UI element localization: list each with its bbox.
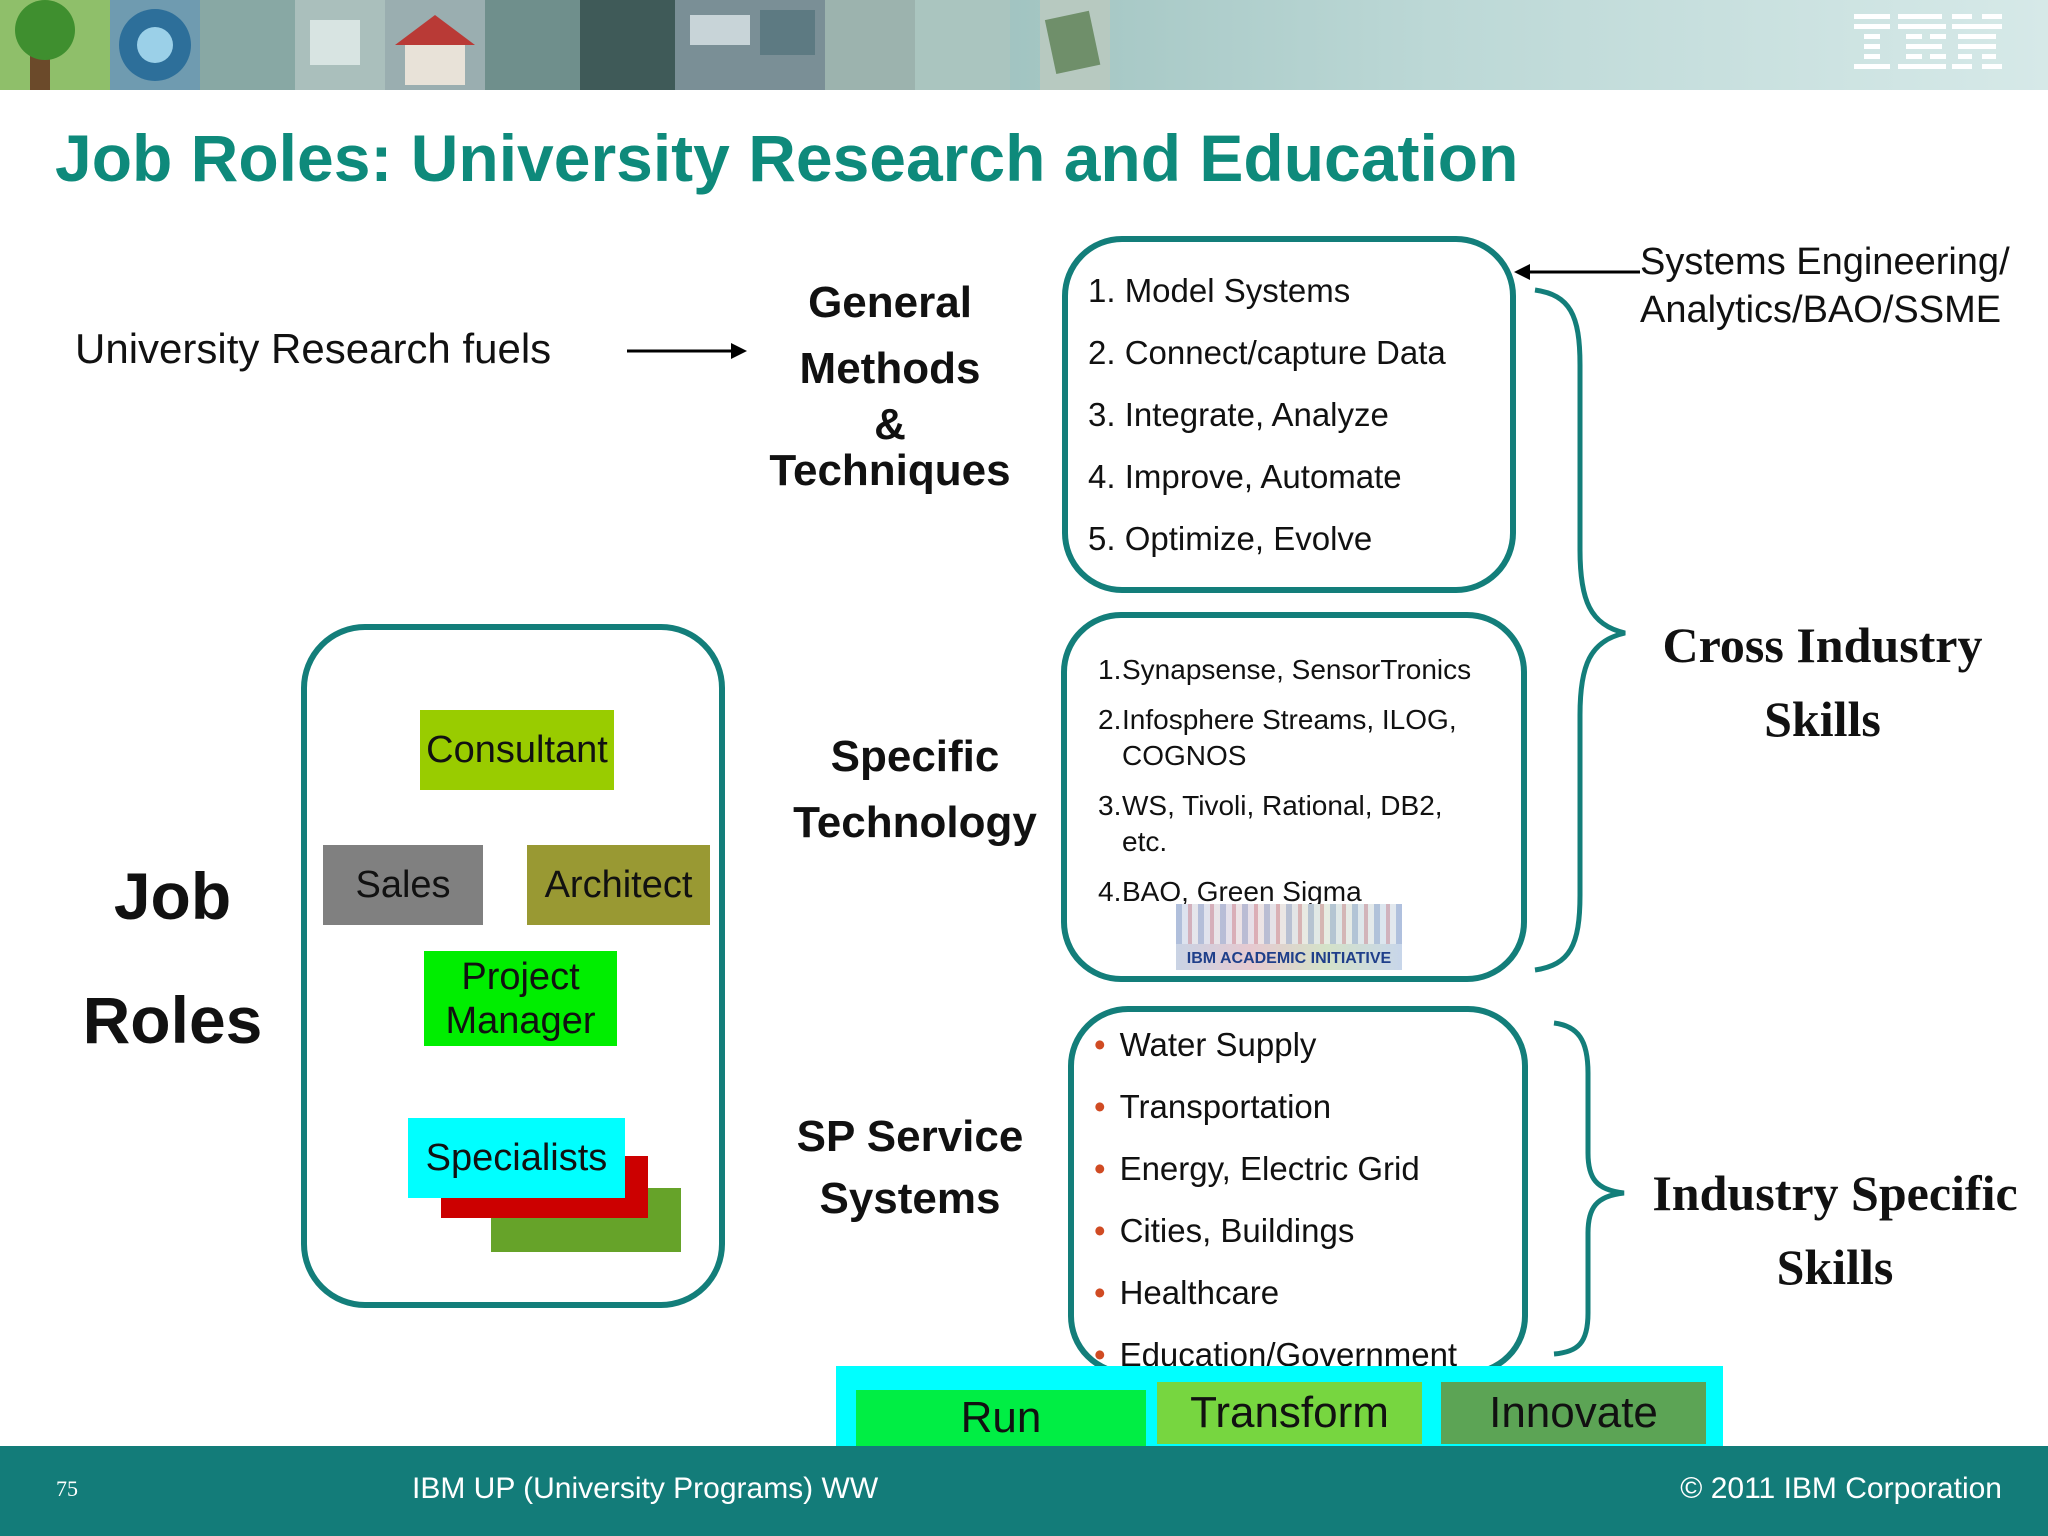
role-specialists: Specialists <box>408 1118 625 1198</box>
service-systems-label: SP Service Systems <box>796 1112 1024 1223</box>
list-item: •Healthcare <box>1094 1274 1280 1311</box>
list-item: •Cities, Buildings <box>1094 1212 1355 1249</box>
role-architect: Architect <box>527 845 710 925</box>
cross-industry-brace <box>1534 287 1626 973</box>
footer-copyright: © 2011 IBM Corporation <box>1680 1472 2002 1505</box>
list-item: 2. Connect/capture Data <box>1088 334 1446 371</box>
research-arrow <box>627 343 747 359</box>
header-banner <box>0 0 2048 90</box>
bar-transform: Transform <box>1157 1382 1422 1444</box>
service-systems-list: •Water Supply •Transportation •Energy, E… <box>1094 1014 1457 1386</box>
page-title: Job Roles: University Research and Educa… <box>55 121 1519 195</box>
systems-engineering-text: Systems Engineering/ Analytics/BAO/SSME <box>1640 241 2010 331</box>
list-item: 1.Synapsense, SensorTronics <box>1098 654 1472 685</box>
role-consultant: Consultant <box>420 710 614 790</box>
ibm-logo <box>1854 14 2002 69</box>
footer-center-text: IBM UP (University Programs) WW <box>412 1472 879 1505</box>
role-sales: Sales <box>323 845 483 925</box>
list-item: 1. Model Systems <box>1088 272 1351 309</box>
general-methods-box <box>1062 236 1516 593</box>
list-item: •Water Supply <box>1094 1026 1317 1063</box>
list-item: •Energy, Electric Grid <box>1094 1150 1420 1187</box>
job-roles-box <box>301 624 725 1308</box>
list-item: 3. Integrate, Analyze <box>1088 396 1389 433</box>
specific-technology-label: Specific Technology <box>793 732 1037 847</box>
bar-run: Run <box>856 1390 1146 1446</box>
list-item: 4.BAO, Green Sigma <box>1098 876 1362 907</box>
banner-photo-strip <box>0 0 1110 90</box>
cross-industry-skills-label: Cross Industry Skills <box>1662 617 1983 747</box>
list-item: 3.WS, Tivoli, Rational, DB2,etc. <box>1098 790 1443 857</box>
bar-innovate: Innovate <box>1441 1382 1706 1444</box>
systems-eng-arrow <box>1514 264 1640 280</box>
general-methods-label: General Methods & Techniques <box>769 278 1011 495</box>
list-item: 5. Optimize, Evolve <box>1088 520 1373 557</box>
specific-technology-box <box>1061 612 1527 982</box>
industry-specific-brace <box>1553 1020 1625 1357</box>
academic-initiative-logo: IBM ACADEMIC INITIATIVE <box>1176 904 1402 970</box>
job-roles-label: Job Roles <box>82 859 263 1057</box>
list-item: 4. Improve, Automate <box>1088 458 1402 495</box>
specific-technology-list: 1.Synapsense, SensorTronics 2.Infosphere… <box>1098 652 1498 910</box>
list-item: •Transportation <box>1094 1088 1332 1125</box>
list-item: 2.Infosphere Streams, ILOG,COGNOS <box>1098 704 1457 771</box>
research-fuels-text: University Research fuels <box>75 325 552 372</box>
role-project-manager: Project Manager <box>424 951 617 1046</box>
page-number: 75 <box>56 1476 78 1501</box>
footer-bar: 75 IBM UP (University Programs) WW © 201… <box>0 1446 2048 1536</box>
industry-specific-skills-label: Industry Specific Skills <box>1652 1165 2018 1295</box>
general-methods-list: 1. Model Systems 2. Connect/capture Data… <box>1088 260 1446 570</box>
